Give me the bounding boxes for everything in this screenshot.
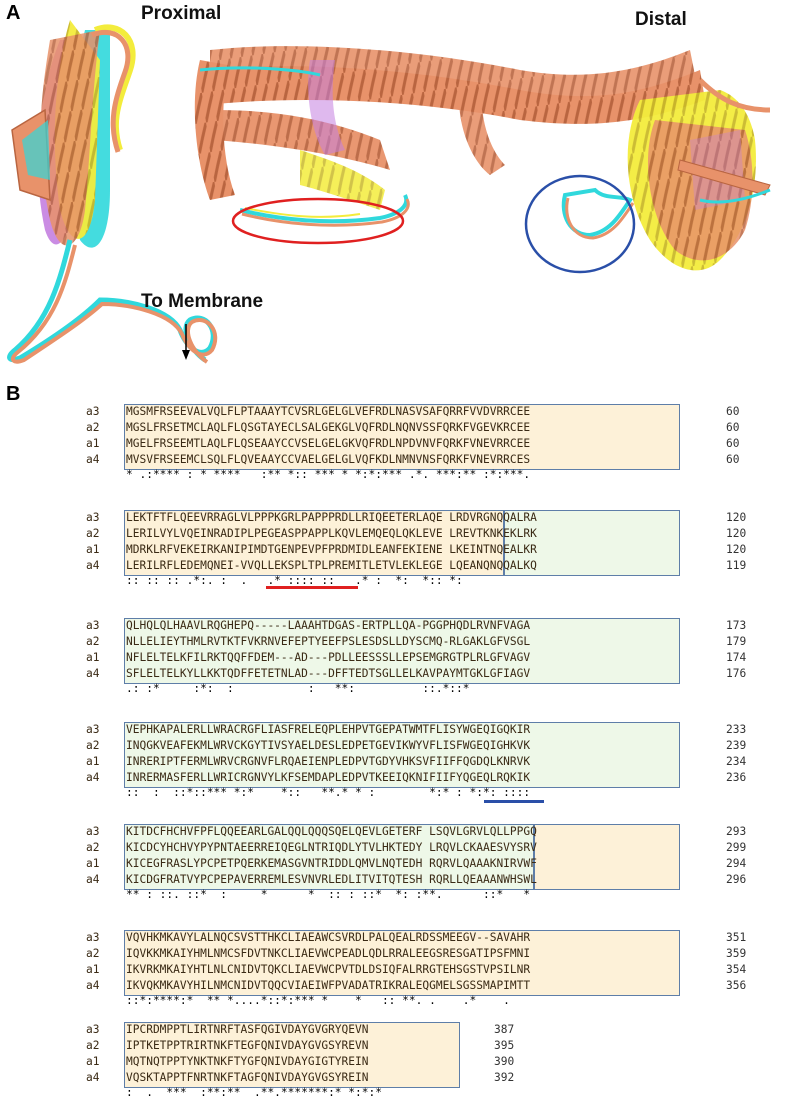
proximal-domain <box>11 20 136 248</box>
arrow-head-icon <box>182 350 190 360</box>
consensus-row: :: :: :: .*:. : . .* :::: :: .* : *: *::… <box>126 574 463 587</box>
region-box <box>124 510 504 576</box>
distal-label: Distal <box>635 9 687 30</box>
panel-b-label: B <box>6 383 21 405</box>
consensus-row: ::*:****:* ** *....*::*:*** * * :: **. .… <box>126 994 510 1007</box>
consensus-row: :: : ::*::*** *:* *:: **.* * : *:* : *:*… <box>126 786 531 799</box>
region-box <box>124 930 680 996</box>
region-box <box>534 824 680 890</box>
consensus-row: ** : ::. ::* : * * :: : ::* *: :**. ::* … <box>126 888 531 901</box>
consensus-row: .: :* :*: : : **: ::.*::* <box>126 682 470 695</box>
distal-loop <box>561 187 635 240</box>
region-box <box>124 722 680 788</box>
to-membrane-label: To Membrane <box>141 291 264 312</box>
region-box <box>124 824 534 890</box>
panel-a-label: A <box>6 2 21 24</box>
proximal-label: Proximal <box>141 3 222 24</box>
membrane-tails <box>7 239 218 364</box>
region-box <box>124 1022 460 1088</box>
proximal-loop <box>239 194 410 227</box>
region-box <box>124 618 680 684</box>
blue-highlight-circle <box>524 174 636 274</box>
red-underline-marker <box>266 586 358 589</box>
distal-domain <box>627 78 771 271</box>
protein-structure-illustration <box>7 20 771 364</box>
central-helices <box>194 46 705 210</box>
region-box <box>124 404 680 470</box>
blue-underline-marker <box>484 800 544 803</box>
region-box <box>504 510 680 576</box>
red-highlight-ellipse <box>231 197 405 245</box>
consensus-row: : . *** :**:** .**.*******:* *:*:* <box>126 1086 382 1099</box>
consensus-row: * .:**** : * **** :** *:: *** * *:*:*** … <box>126 468 531 481</box>
